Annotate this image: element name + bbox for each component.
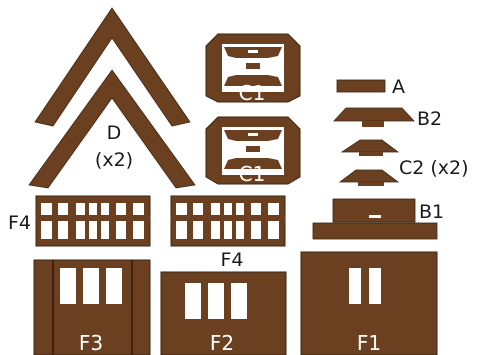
- piece-b1: [312, 198, 438, 240]
- label-f2: F2: [210, 331, 234, 355]
- label-c2: C2 (x2): [399, 157, 469, 179]
- label-c1-top: C1: [239, 81, 266, 105]
- label-b2: B2: [417, 108, 442, 130]
- piece-f1: [300, 251, 438, 355]
- piece-c1-top: [205, 33, 301, 103]
- label-d: D: [107, 122, 122, 144]
- label-a: A: [392, 76, 405, 98]
- roof-chevron-lower: [28, 69, 196, 189]
- piece-f3: [33, 259, 151, 355]
- piece-b2: [333, 107, 415, 127]
- piece-f4-middle: [170, 195, 286, 247]
- label-c1-bottom: C1: [239, 162, 266, 186]
- label-f3: F3: [79, 331, 103, 355]
- roof-piece-d: [28, 7, 196, 189]
- roof-chevron-upper: [34, 7, 191, 127]
- label-d-count: (x2): [95, 149, 133, 171]
- label-b1: B1: [419, 201, 444, 223]
- piece-c2: [338, 139, 400, 186]
- label-f4-bottom: F4: [220, 249, 243, 271]
- piece-a: [336, 79, 386, 93]
- piece-c1-bottom: [205, 116, 301, 185]
- piece-f2: [160, 271, 287, 355]
- label-f4-left: F4: [8, 212, 31, 234]
- piece-f4-left: [35, 195, 151, 247]
- label-f1: F1: [357, 331, 381, 355]
